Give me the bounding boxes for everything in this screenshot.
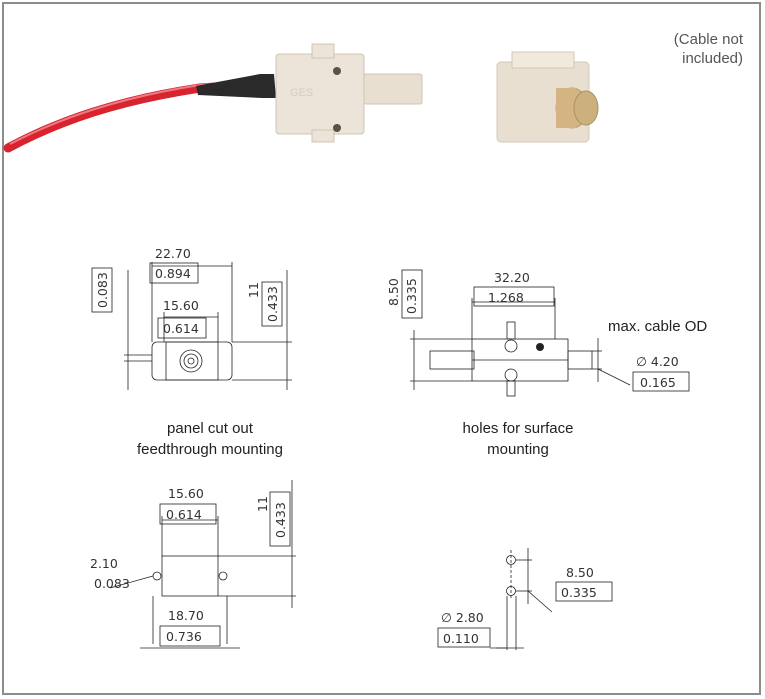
hole-dia-mm: ∅ 2.80 [441,610,484,625]
cut-height-mm: 11 [255,496,270,512]
side-height-mm: 8.50 [386,278,401,306]
connector-hole-bottom [333,124,341,132]
surface-caption-line2: mounting [487,441,549,458]
cut-hole-in: 0.083 [94,576,130,591]
surface-caption: holes for surface mounting [418,418,618,460]
surface-holes [437,548,613,650]
small-connector-top [511,51,575,69]
cut-height-in: 0.433 [273,502,288,538]
front-height-in: 0.433 [265,286,280,322]
cable-note: (Cable not included) [673,31,743,67]
cable-od-label: max. cable OD [608,318,708,335]
connector-ferrule [363,73,423,105]
hole-spacing-mm: 8.50 [566,565,594,580]
side-length-mm: 32.20 [494,270,530,285]
panel-cutout [109,480,296,649]
front-view [91,262,292,390]
small-connector-ferrule-end [573,90,599,126]
cut-outer-mm: 18.70 [168,608,204,623]
cut-inner-mm: 15.60 [168,486,204,501]
connector-flange-top [311,43,335,59]
side-height-in: 0.335 [404,278,419,314]
hole-spacing-in: 0.335 [561,585,597,600]
connector-logo: GES [290,87,313,99]
front-left-in: 0.083 [95,272,110,308]
feedthrough-caption-line1: panel cut out [167,420,253,437]
cut-outer-in: 0.736 [166,629,202,644]
cable-dia-in: 0.165 [640,375,676,390]
cable-dia-mm: ∅ 4.20 [636,354,679,369]
feedthrough-caption-line2: feedthrough mounting [137,441,283,458]
cut-inner-in: 0.614 [166,507,202,522]
side-view [401,269,690,397]
connector-flange-bottom [311,129,335,143]
hole-dia-in: 0.110 [443,631,479,646]
front-inner-mm: 15.60 [163,298,199,313]
feedthrough-caption: panel cut out feedthrough mounting [110,418,310,460]
cable-highlight [9,80,263,145]
red-cable [3,79,267,153]
side-length-in: 1.268 [488,290,524,305]
surface-caption-line1: holes for surface [462,420,574,437]
connector-hole-top [333,67,341,75]
small-connector-ferrule-body [556,88,576,128]
cut-hole-mm: 2.10 [90,556,118,571]
front-inner-in: 0.614 [163,321,199,336]
front-width-mm: 22.70 [155,246,191,261]
front-width-in: 0.894 [155,266,191,281]
front-height-mm: 11 [246,282,261,298]
cable-boot [196,74,276,98]
